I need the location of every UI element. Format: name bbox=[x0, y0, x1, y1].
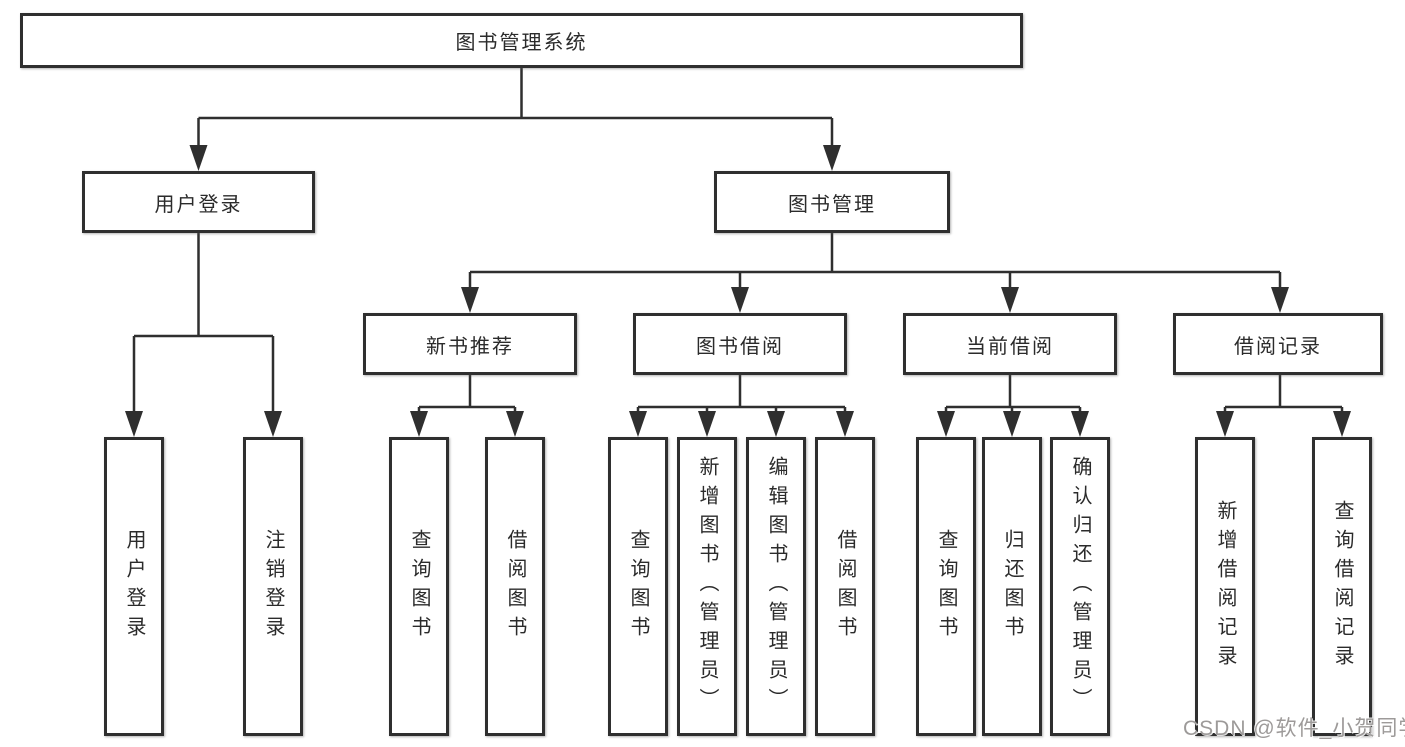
leaf-confirm-return-admin: 确认归还（管理员） bbox=[1050, 437, 1110, 736]
connector-bookborrow-to-leaves bbox=[636, 375, 847, 416]
arrowhead bbox=[823, 145, 841, 171]
arrowhead bbox=[937, 411, 955, 437]
arrowhead bbox=[836, 411, 854, 437]
arrowhead bbox=[1003, 411, 1021, 437]
leaf-logout: 注销登录 bbox=[243, 437, 303, 736]
leaf-add-books-admin: 新增图书（管理员） bbox=[677, 437, 737, 736]
arrowheads bbox=[125, 145, 1351, 437]
arrowhead bbox=[189, 145, 208, 171]
connector-root-to-level1 bbox=[197, 68, 834, 150]
arrowhead bbox=[506, 411, 524, 437]
connector-newbooks-to-leaves bbox=[417, 375, 517, 416]
node-user-login: 用户登录 bbox=[82, 171, 315, 233]
node-book-management: 图书管理 bbox=[714, 171, 950, 233]
arrowhead bbox=[1333, 411, 1351, 437]
csdn-watermark: CSDN @软件_小贺同学 bbox=[1183, 717, 1405, 740]
connector-userlogin-to-leaves bbox=[132, 233, 275, 416]
leaf-add-borrow-record: 新增借阅记录 bbox=[1195, 437, 1255, 736]
node-current-borrowing: 当前借阅 bbox=[903, 313, 1117, 375]
leaf-borrow-books-borrowing: 借阅图书 bbox=[815, 437, 875, 736]
arrowhead bbox=[410, 411, 428, 437]
arrowhead bbox=[264, 411, 282, 437]
leaf-query-books-newbooks: 查询图书 bbox=[389, 437, 449, 736]
leaf-user-login: 用户登录 bbox=[104, 437, 164, 736]
connector-records-to-leaves bbox=[1223, 375, 1344, 416]
node-library-management-system: 图书管理系统 bbox=[20, 13, 1023, 68]
arrowhead bbox=[629, 411, 647, 437]
leaf-return-books: 归还图书 bbox=[982, 437, 1042, 736]
node-new-book-recommendation: 新书推荐 bbox=[363, 313, 577, 375]
leaf-edit-books-admin: 编辑图书（管理员） bbox=[746, 437, 806, 736]
leaf-query-books-current: 查询图书 bbox=[916, 437, 976, 736]
node-book-borrowing: 图书借阅 bbox=[633, 313, 847, 375]
arrowhead bbox=[1001, 287, 1019, 313]
arrowhead bbox=[698, 411, 716, 437]
leaf-borrow-books-newbooks: 借阅图书 bbox=[485, 437, 545, 736]
arrowhead bbox=[461, 287, 479, 313]
leaf-query-books-borrowing: 查询图书 bbox=[608, 437, 668, 736]
leaf-query-borrow-record: 查询借阅记录 bbox=[1312, 437, 1372, 736]
connector-bookmgmt-to-level2 bbox=[468, 233, 1282, 292]
node-borrowing-records: 借阅记录 bbox=[1173, 313, 1383, 375]
arrowhead bbox=[767, 411, 785, 437]
arrowhead bbox=[1271, 287, 1289, 313]
arrowhead bbox=[1216, 411, 1234, 437]
arrowhead bbox=[125, 411, 143, 437]
arrowhead bbox=[731, 287, 749, 313]
arrowhead bbox=[1071, 411, 1089, 437]
connector-currentborrow-to-leaves bbox=[944, 375, 1082, 416]
